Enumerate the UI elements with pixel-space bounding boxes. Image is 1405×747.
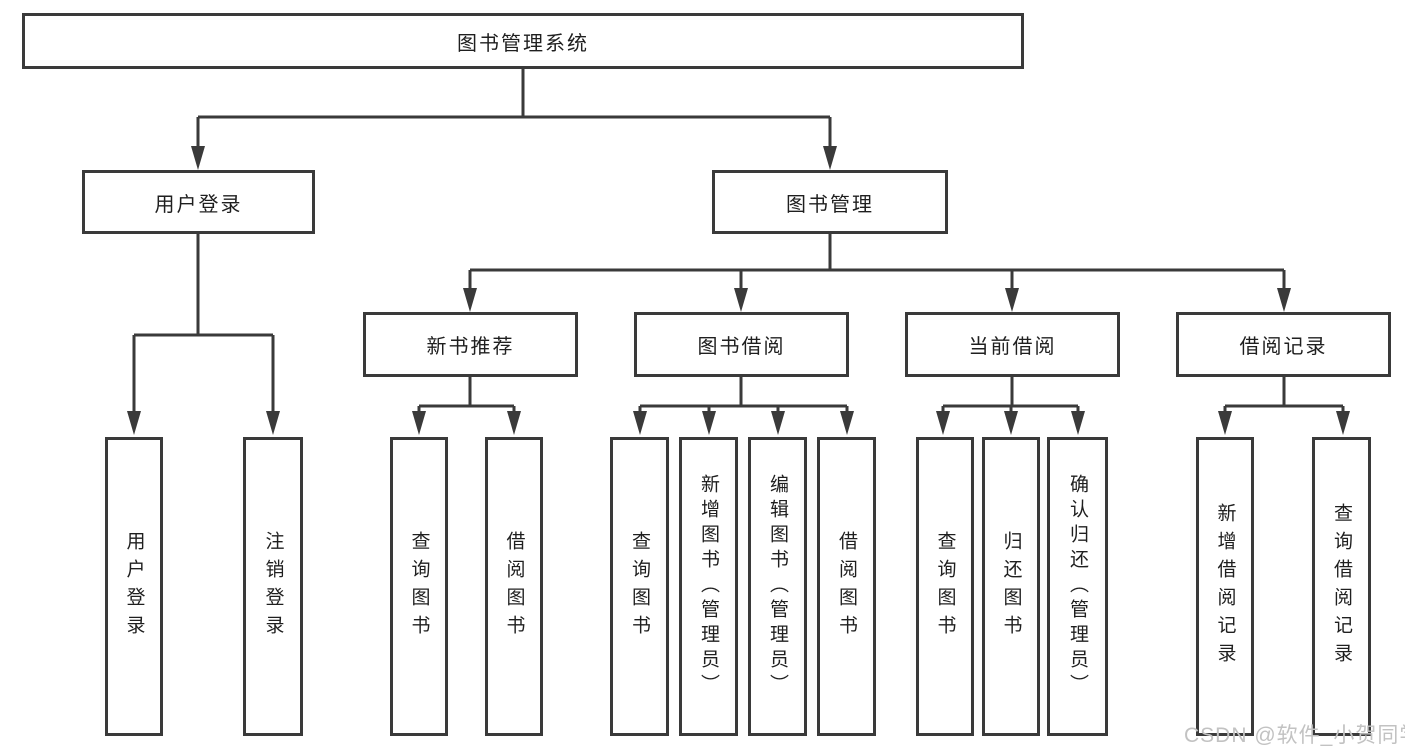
leaf-logout-label: 注销登录: [262, 530, 284, 643]
edge-borrow-records-to-leaves: [1225, 377, 1343, 408]
leaf-borrow-books-1: 借阅图书: [485, 437, 543, 736]
leaf-user-login-label: 用户登录: [123, 530, 145, 643]
node-root: 图书管理系统: [22, 13, 1024, 69]
edge-new-book-recommend-to-leaves: [419, 377, 514, 408]
node-user-login: 用户登录: [82, 170, 315, 234]
leaf-edit-book-admin: 编辑图书（管理员）: [748, 437, 807, 736]
leaf-query-books-3: 查询图书: [916, 437, 974, 736]
leaf-query-books-1-label: 查询图书: [408, 530, 430, 643]
leaf-borrow-books-1-label: 借阅图书: [503, 530, 525, 643]
leaf-query-books-3-label: 查询图书: [934, 530, 956, 643]
leaf-logout: 注销登录: [243, 437, 303, 736]
leaf-add-book-admin-label: 新增图书（管理员）: [698, 474, 719, 699]
node-current-borrow-label: 当前借阅: [968, 336, 1057, 358]
edge-user-login-to-leaves: [134, 234, 273, 337]
leaf-confirm-return-admin-label: 确认归还（管理员）: [1067, 474, 1088, 699]
leaf-query-books-1: 查询图书: [390, 437, 448, 736]
node-book-borrow-label: 图书借阅: [697, 336, 786, 358]
leaf-borrow-books-2: 借阅图书: [817, 437, 876, 736]
node-current-borrow: 当前借阅: [905, 312, 1120, 377]
leaf-add-borrow-record: 新增借阅记录: [1196, 437, 1254, 736]
node-borrow-records-label: 借阅记录: [1239, 336, 1328, 358]
leaf-borrow-books-2-label: 借阅图书: [836, 530, 857, 643]
leaf-return-book-label: 归还图书: [1000, 530, 1022, 643]
leaf-query-books-2-label: 查询图书: [629, 530, 650, 643]
leaf-query-books-2: 查询图书: [610, 437, 669, 736]
leaf-confirm-return-admin: 确认归还（管理员）: [1047, 437, 1108, 736]
leaf-edit-book-admin-label: 编辑图书（管理员）: [767, 474, 788, 699]
leaf-return-book: 归还图书: [982, 437, 1040, 736]
edge-book-management-to-level3: [470, 234, 1284, 272]
node-new-book-recommend: 新书推荐: [363, 312, 578, 377]
node-new-book-recommend-label: 新书推荐: [426, 336, 515, 358]
node-borrow-records: 借阅记录: [1176, 312, 1391, 377]
node-root-label: 图书管理系统: [457, 32, 589, 55]
leaf-add-borrow-record-label: 新增借阅记录: [1214, 502, 1236, 671]
edge-book-borrow-to-leaves: [640, 377, 847, 408]
node-book-management-label: 图书管理: [786, 193, 874, 216]
edge-current-borrow-to-leaves: [943, 377, 1078, 408]
leaf-add-book-admin: 新增图书（管理员）: [679, 437, 738, 736]
leaf-user-login: 用户登录: [105, 437, 163, 736]
leaf-query-borrow-record-label: 查询借阅记录: [1331, 502, 1352, 671]
node-book-management: 图书管理: [712, 170, 948, 234]
edge-root-to-level2: [198, 69, 830, 119]
node-book-borrow: 图书借阅: [634, 312, 849, 377]
csdn-watermark: CSDN @软件_小贺同学: [1184, 724, 1405, 747]
node-user-login-label: 用户登录: [154, 193, 243, 216]
leaf-query-borrow-record: 查询借阅记录: [1312, 437, 1371, 736]
